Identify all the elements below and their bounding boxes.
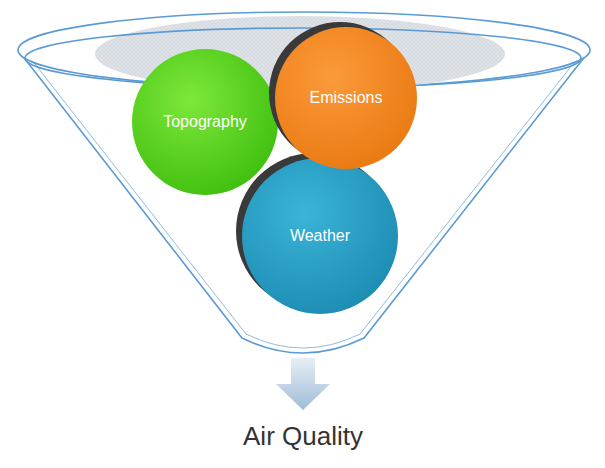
factor-circle: Emissions <box>275 27 417 169</box>
output-arrow <box>276 358 330 410</box>
circle-fill <box>132 49 278 195</box>
circle-label: Weather <box>290 227 350 245</box>
circle-label: Topography <box>163 113 247 131</box>
factor-circle: Weather <box>242 158 398 314</box>
output-label: Air Quality <box>243 421 363 452</box>
circle-fill <box>275 27 417 169</box>
circle-fill <box>242 158 398 314</box>
circle-label: Emissions <box>310 89 383 107</box>
factor-circle: Topography <box>132 49 278 195</box>
